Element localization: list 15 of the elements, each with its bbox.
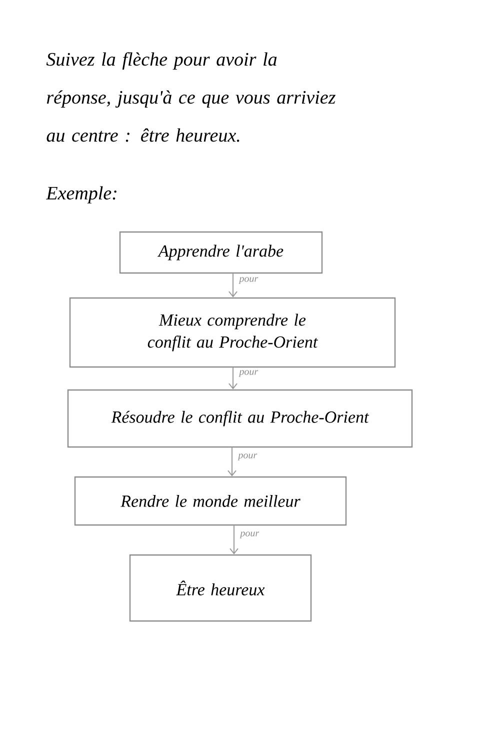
step-box: Rendre le monde meilleur [74,476,347,526]
intro-text: Suivez la flèche pour avoir la réponse, jusqu'à ce que vous arriviez au centre : être heureux. [46,52,336,142]
step-box: Mieux comprendre le conflit au Proche-Orient [69,297,396,368]
arrow [228,447,236,476]
step-box: Apprendre l'arabe [119,231,323,274]
edge-label: pour [238,277,258,284]
example-heading: Exemple: [46,186,116,204]
arrow [230,525,238,554]
step-box: Être heureux [129,554,312,622]
edge-label: pour [240,532,260,538]
arrow [228,273,238,298]
arrow [228,367,238,390]
step-box: Résoudre le conflit au Proche-Orient [67,389,413,448]
edge-label: pour [238,370,258,377]
edge-label: pour [238,454,258,460]
